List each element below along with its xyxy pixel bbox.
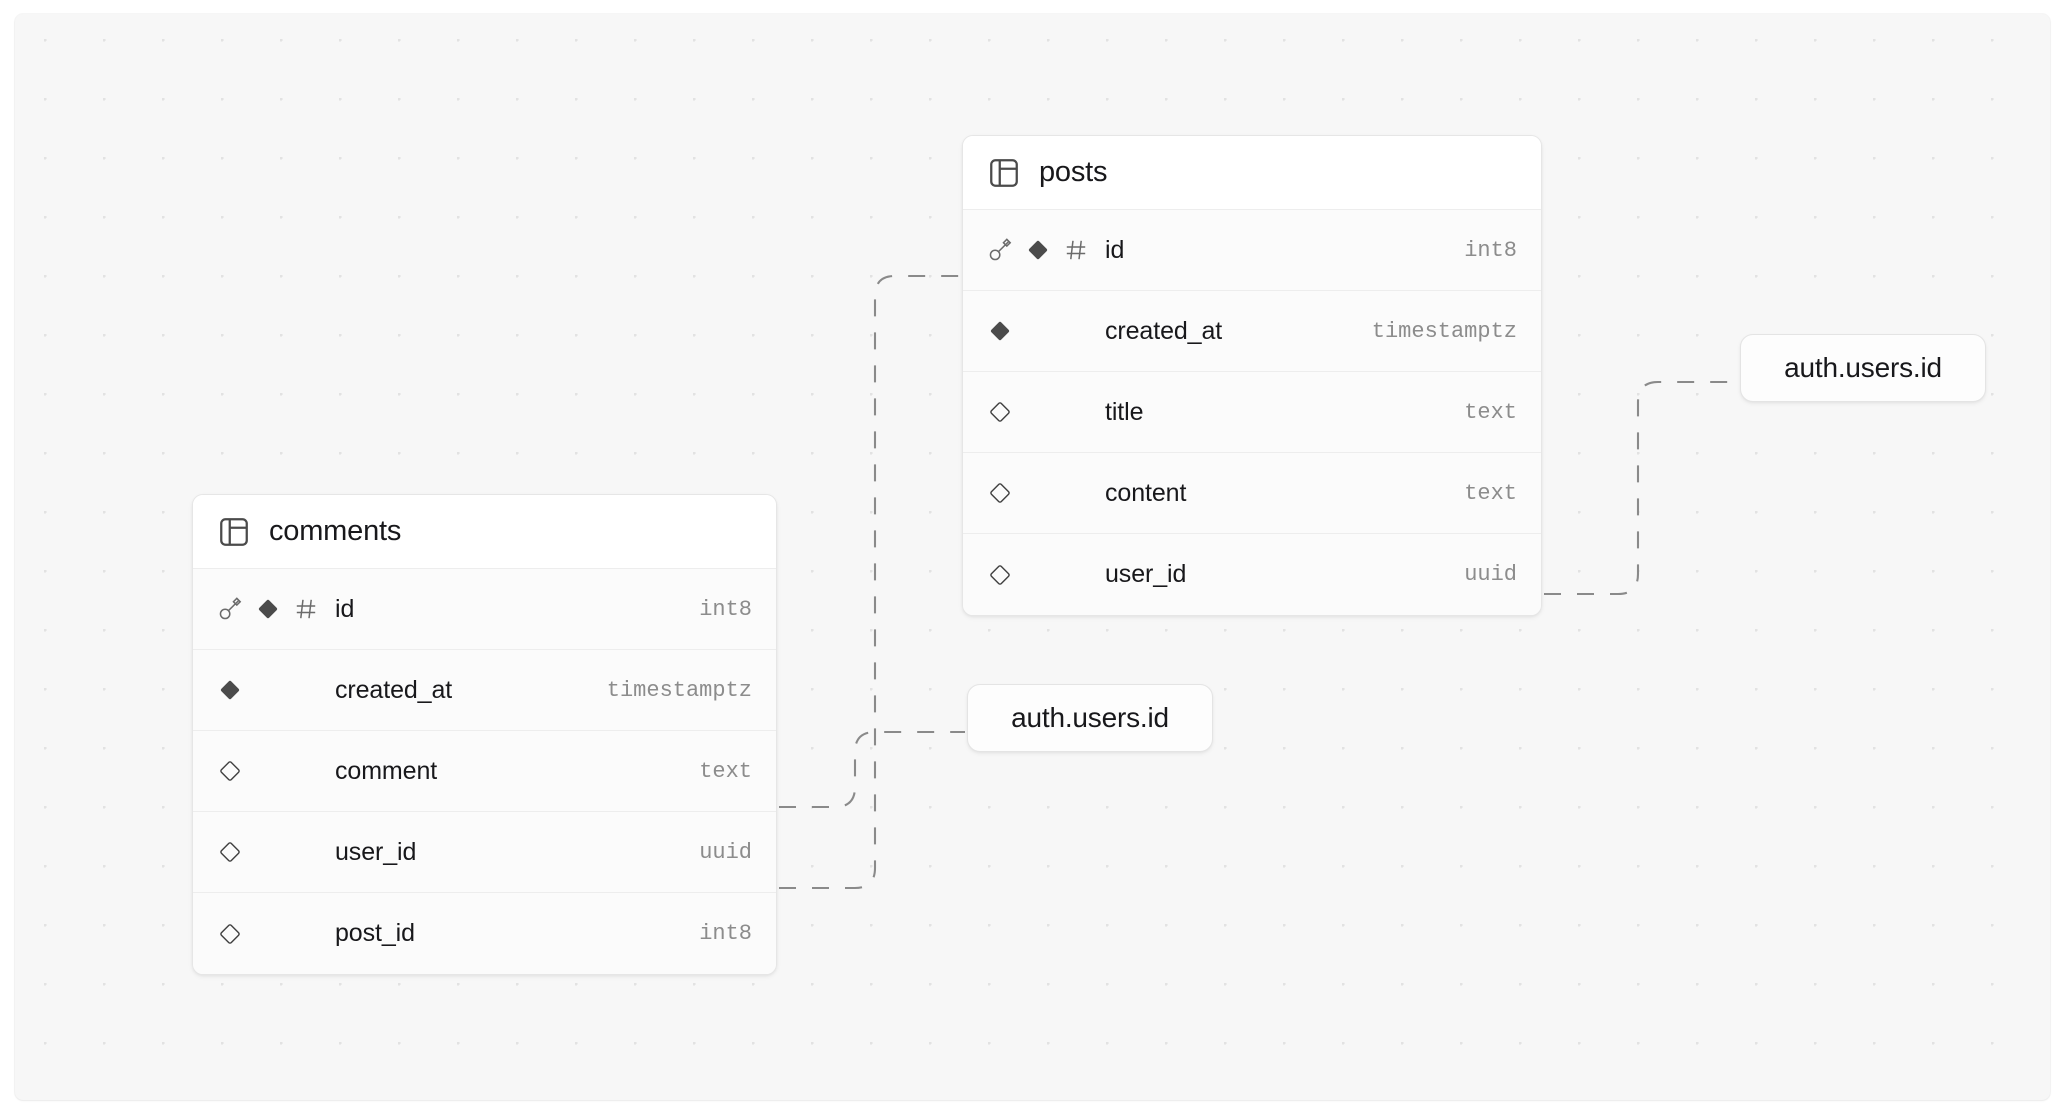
table-row[interactable]: content text xyxy=(963,453,1541,534)
fk-reference-node-auth-users-right[interactable]: auth.users.id xyxy=(1740,334,1986,402)
table-row[interactable]: id int8 xyxy=(963,210,1541,291)
column-name: id xyxy=(1105,235,1125,264)
key-icon xyxy=(987,237,1013,263)
column-type: text xyxy=(1464,399,1517,425)
column-type: uuid xyxy=(699,839,752,865)
column-type: int8 xyxy=(699,921,752,946)
table-header-posts[interactable]: posts xyxy=(963,136,1541,210)
column-type: int8 xyxy=(1464,237,1517,263)
edge-comments-userid-to-auth-users xyxy=(779,730,965,809)
column-name: user_id xyxy=(1105,560,1187,588)
edge-posts-userid-to-auth-users xyxy=(1544,380,1737,596)
table-icon xyxy=(987,156,1021,190)
column-badges xyxy=(217,921,335,947)
column-name: created_at xyxy=(335,675,453,704)
required-diamond-icon xyxy=(217,677,243,703)
column-badges xyxy=(987,480,1105,506)
table-row[interactable]: user_id uuid xyxy=(963,534,1541,615)
column-type: text xyxy=(1464,480,1517,506)
table-row[interactable]: user_id uuid xyxy=(193,812,776,893)
column-name: created_at xyxy=(1105,316,1223,345)
column-name: comment xyxy=(335,756,438,785)
column-badges xyxy=(987,237,1105,263)
column-name: user_id xyxy=(335,837,417,866)
column-badges xyxy=(987,318,1105,344)
table-row[interactable]: post_id int8 xyxy=(193,893,776,974)
column-badges xyxy=(987,399,1105,425)
table-card-comments[interactable]: comments xyxy=(192,494,777,975)
table-row[interactable]: id int8 xyxy=(193,569,776,650)
diagram-canvas[interactable]: posts xyxy=(15,14,2050,1100)
required-diamond-icon xyxy=(1025,237,1051,263)
fk-reference-node-auth-users-center[interactable]: auth.users.id xyxy=(967,684,1213,752)
fk-reference-label: auth.users.id xyxy=(1011,702,1169,733)
column-name: title xyxy=(1105,397,1144,426)
column-badges xyxy=(217,677,335,703)
table-row[interactable]: created_at timestamptz xyxy=(963,291,1541,372)
table-card-posts[interactable]: posts xyxy=(962,135,1542,616)
table-icon xyxy=(217,515,251,549)
required-diamond-icon xyxy=(255,596,281,622)
key-icon xyxy=(217,596,243,622)
table-name-label: comments xyxy=(269,515,402,547)
edge-comments-postid-to-posts-id xyxy=(779,274,963,890)
table-row[interactable]: comment text xyxy=(193,731,776,812)
nullable-diamond-icon xyxy=(987,562,1013,588)
nullable-diamond-icon xyxy=(217,921,243,947)
table-name-label: posts xyxy=(1039,156,1108,188)
column-name: id xyxy=(335,594,355,623)
column-name: post_id xyxy=(335,919,415,947)
hash-icon xyxy=(1063,237,1089,263)
required-diamond-icon xyxy=(987,318,1013,344)
column-type: int8 xyxy=(699,596,752,622)
nullable-diamond-icon xyxy=(987,480,1013,506)
column-badges xyxy=(217,839,335,865)
column-type: timestamptz xyxy=(606,677,752,703)
column-badges xyxy=(987,562,1105,588)
column-type: timestamptz xyxy=(1371,318,1517,344)
column-type: text xyxy=(699,758,752,784)
column-badges xyxy=(217,758,335,784)
column-name: content xyxy=(1105,478,1187,507)
nullable-diamond-icon xyxy=(217,839,243,865)
column-badges xyxy=(217,596,335,622)
nullable-diamond-icon xyxy=(987,399,1013,425)
fk-reference-label: auth.users.id xyxy=(1784,352,1942,383)
table-row[interactable]: created_at timestamptz xyxy=(193,650,776,731)
hash-icon xyxy=(293,596,319,622)
table-header-comments[interactable]: comments xyxy=(193,495,776,569)
column-type: uuid xyxy=(1464,562,1517,587)
nullable-diamond-icon xyxy=(217,758,243,784)
table-row[interactable]: title text xyxy=(963,372,1541,453)
